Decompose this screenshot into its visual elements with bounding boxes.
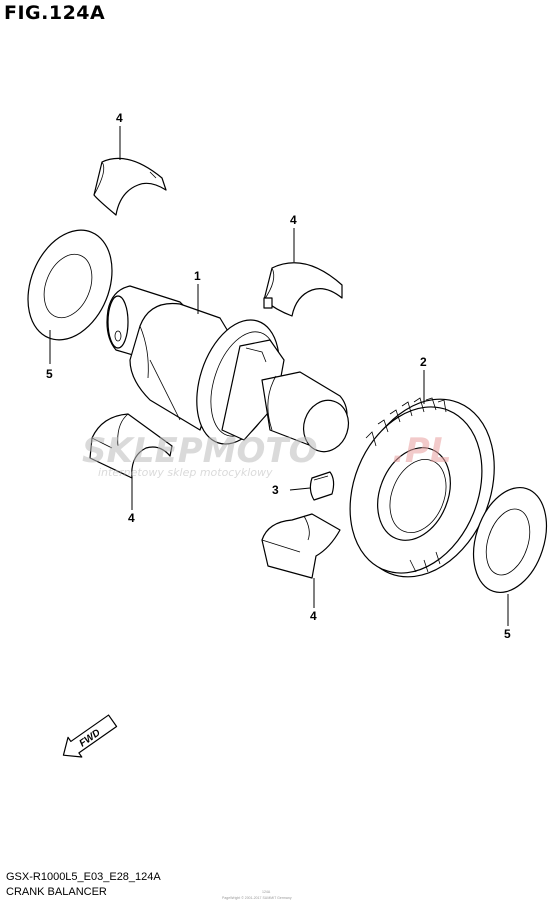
- label-washer-right: 5: [504, 627, 511, 641]
- gear-teeth: [365, 397, 447, 573]
- label-key: 3: [272, 483, 279, 497]
- watermark: SKLEPMOTO .PL internetowy sklep motocykl…: [82, 431, 452, 479]
- fwd-arrow: FWD: [62, 714, 118, 758]
- label-balancer-drive-gear: 2: [420, 355, 427, 369]
- label-bearing-top: 4: [116, 111, 123, 125]
- bearing-upper-mid: [263, 262, 343, 317]
- bearing-lower-left: [89, 413, 173, 479]
- footer-copyright: PageWright © 2001-2017 SUMMIT Germany: [222, 896, 292, 900]
- figure-title: FIG.124A: [4, 2, 106, 24]
- label-crank-balancer-shaft: 1: [194, 269, 201, 283]
- bearing-lower-right: [261, 513, 341, 579]
- label-bearing-lower-right: 4: [310, 609, 317, 623]
- washer-right: [473, 486, 547, 594]
- crank-balancer-shaft: [106, 285, 350, 453]
- footer-diagram-code: GSX-R1000L5_E03_E28_124A: [6, 871, 161, 883]
- label-washer-left: 5: [46, 367, 53, 381]
- label-bearing-upper-mid: 4: [290, 213, 297, 227]
- watermark-tagline: internetowy sklep motocyklowy: [98, 466, 273, 479]
- leader-lines: [49, 126, 509, 626]
- key: [309, 471, 335, 501]
- label-bearing-lower-left: 4: [128, 511, 135, 525]
- watermark-brand: SKLEPMOTO: [82, 431, 317, 471]
- washer-left: [27, 229, 113, 341]
- bearing-top: [93, 157, 167, 216]
- footer-page-ref: 124A: [262, 890, 271, 894]
- watermark-brand-suffix: .PL: [392, 431, 452, 471]
- footer-section-name: CRANK BALANCER: [6, 886, 107, 898]
